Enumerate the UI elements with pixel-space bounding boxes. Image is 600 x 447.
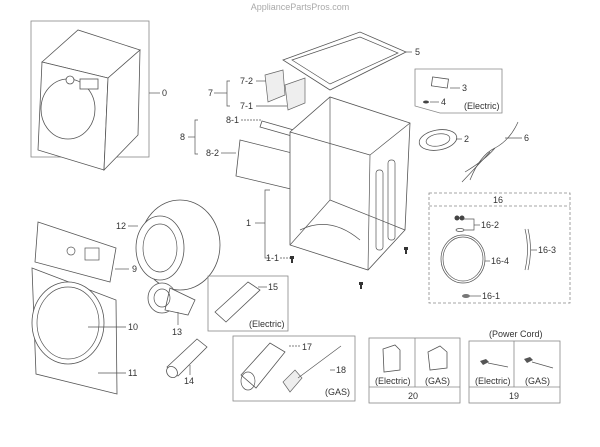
electric-label-19: (Electric) bbox=[475, 376, 511, 386]
callout-3: 3 bbox=[462, 83, 467, 93]
part-20-group[interactable]: (Electric) (GAS) 20 bbox=[368, 337, 461, 404]
electric-label-3-4: (Electric) bbox=[464, 101, 500, 111]
part-5-top-panel[interactable]: 5 bbox=[282, 31, 420, 91]
callout-13: 13 bbox=[172, 327, 182, 337]
callout-2: 2 bbox=[464, 134, 469, 144]
part-7-group[interactable]: 7 7-2 7-1 bbox=[208, 69, 306, 111]
cabinet-outline bbox=[289, 96, 411, 271]
callout-4: 4 bbox=[441, 97, 446, 107]
part-17-18-gas-group[interactable]: 17 18 (GAS) bbox=[232, 335, 356, 402]
callout-10: 10 bbox=[128, 322, 138, 332]
part-2-shape bbox=[418, 129, 458, 151]
part-19-box bbox=[468, 340, 561, 404]
part-15-box bbox=[207, 275, 289, 332]
part-19-power-cord-group[interactable]: (Power Cord) (Electric) (GAS) 19 bbox=[468, 329, 561, 404]
watermark: AppliancePartsPros.com bbox=[251, 2, 350, 12]
callout-15: 15 bbox=[268, 282, 278, 292]
part-19-electric-plug bbox=[480, 359, 489, 365]
part-20-electric-bracket bbox=[382, 344, 401, 373]
part-10-door bbox=[31, 281, 105, 365]
electric-box-3-4 bbox=[414, 68, 503, 114]
callout-11: 11 bbox=[128, 368, 137, 378]
electric-label-20: (Electric) bbox=[375, 376, 411, 386]
callout-16-2: 16-2 bbox=[481, 220, 499, 230]
dryer-display bbox=[79, 78, 99, 90]
part-9-control-panel[interactable]: 9 bbox=[34, 221, 137, 283]
gas-label-19: (GAS) bbox=[525, 376, 550, 386]
harness-wire bbox=[469, 121, 519, 181]
part-2[interactable]: 2 bbox=[418, 127, 469, 153]
part-16-3-tube bbox=[524, 228, 528, 271]
dryer-knob bbox=[65, 75, 75, 85]
part-16-4-hose bbox=[440, 234, 486, 284]
heater-shape bbox=[214, 281, 261, 323]
part-20-gas-bracket bbox=[427, 345, 448, 371]
foot-icon bbox=[359, 282, 363, 289]
part-1-cabinet[interactable]: 1 1-1 bbox=[246, 96, 411, 289]
part-13-blower[interactable]: 13 bbox=[147, 282, 196, 337]
callout-0: 0 bbox=[162, 88, 167, 98]
part-7-2-shape bbox=[264, 69, 286, 103]
gas-label-20: (GAS) bbox=[425, 376, 450, 386]
part-0-dryer-assembly[interactable]: 0 bbox=[30, 20, 167, 172]
part-1-1-foot-icon bbox=[290, 256, 294, 263]
part-10-11-front[interactable]: 10 11 bbox=[31, 267, 138, 395]
part-14-duct[interactable]: 14 bbox=[164, 338, 208, 386]
part-7-1-shape bbox=[284, 77, 306, 111]
gas-box-17-18 bbox=[232, 335, 356, 402]
part-6-wire-harness[interactable]: 6 bbox=[461, 121, 529, 183]
callout-8-1: 8-1 bbox=[226, 115, 239, 125]
callout-14: 14 bbox=[184, 376, 194, 386]
part-16-kit[interactable]: 16 16-2 16-4 16-3 16-1 bbox=[428, 192, 571, 304]
gas-label-17-18: (GAS) bbox=[325, 387, 350, 397]
part-12-drum[interactable]: 12 bbox=[116, 199, 221, 291]
callout-17: 17 bbox=[302, 342, 312, 352]
foot-icon bbox=[404, 247, 408, 254]
callout-16-1: 16-1 bbox=[482, 291, 500, 301]
callout-8-2: 8-2 bbox=[206, 148, 219, 158]
electric-label-15: (Electric) bbox=[249, 319, 285, 329]
part-16-2-icon bbox=[454, 215, 460, 221]
power-cord-label: (Power Cord) bbox=[489, 329, 543, 339]
kit-16-box bbox=[428, 192, 571, 304]
callout-18: 18 bbox=[336, 365, 346, 375]
callout-1-1: 1-1 bbox=[266, 253, 279, 263]
callout-1: 1 bbox=[246, 218, 251, 228]
drum-front bbox=[135, 215, 185, 281]
callout-16-3: 16-3 bbox=[538, 245, 556, 255]
callout-7: 7 bbox=[208, 88, 213, 98]
callout-9: 9 bbox=[132, 264, 137, 274]
callout-19: 19 bbox=[509, 391, 519, 401]
callout-8: 8 bbox=[180, 132, 185, 142]
callout-16: 16 bbox=[493, 195, 503, 205]
part-3-4-electric-group[interactable]: 3 4 (Electric) bbox=[414, 68, 503, 114]
dryer-side bbox=[103, 49, 141, 172]
callout-5: 5 bbox=[415, 47, 420, 57]
callout-20: 20 bbox=[408, 391, 418, 401]
callout-12: 12 bbox=[116, 221, 126, 231]
part-17-shape bbox=[240, 342, 286, 389]
part-19-gas-plug bbox=[524, 357, 533, 363]
part-18-burner bbox=[282, 369, 303, 393]
part-4-shape bbox=[423, 100, 429, 104]
callout-7-2: 7-2 bbox=[240, 76, 253, 86]
part-20-box bbox=[368, 337, 461, 404]
part-3-shape bbox=[430, 76, 449, 89]
callout-6: 6 bbox=[524, 133, 529, 143]
part-15-electric-heater[interactable]: 15 (Electric) bbox=[207, 275, 289, 332]
control-panel-shape bbox=[34, 221, 117, 283]
part-16-1-washer bbox=[462, 294, 470, 298]
callout-16-4: 16-4 bbox=[491, 256, 509, 266]
callout-7-1: 7-1 bbox=[240, 101, 253, 111]
